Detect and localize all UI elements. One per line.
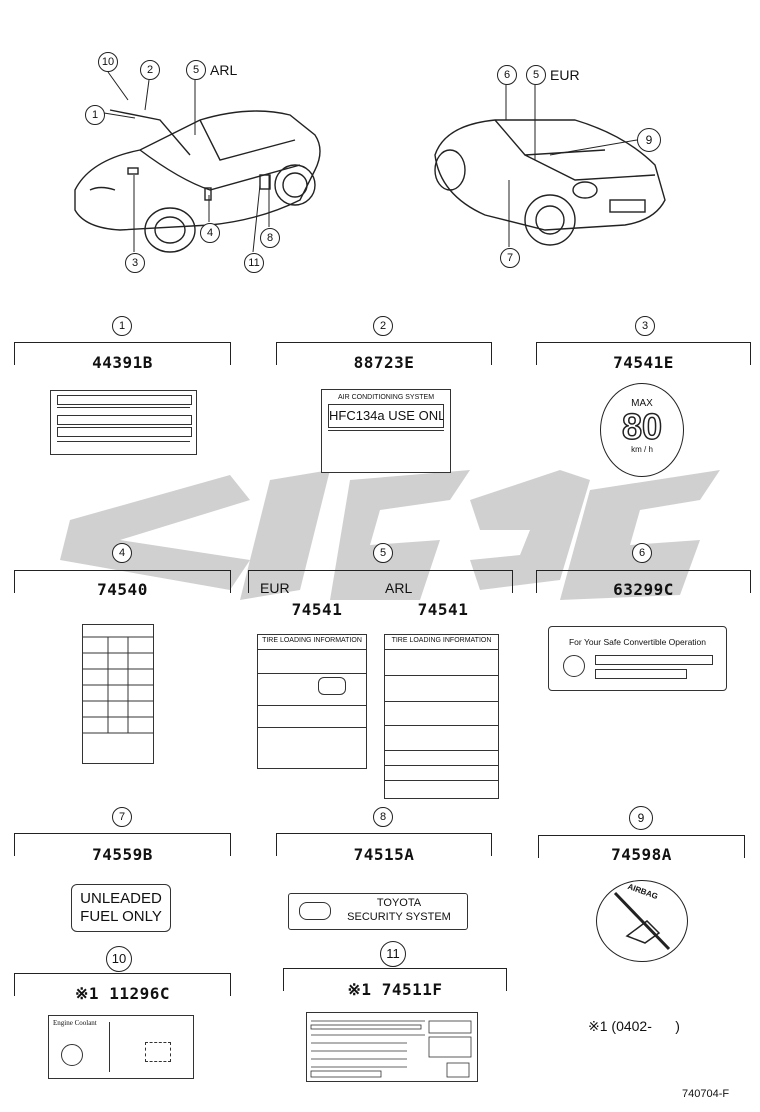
part-number-63299c: 63299C: [613, 580, 674, 599]
label-num-9: 9: [629, 806, 653, 830]
bracket-11: [283, 968, 507, 991]
label-44391b: [50, 390, 197, 455]
ac-system-text: AIR CONDITIONING SYSTEM: [337, 394, 435, 401]
callout-8: 8: [260, 228, 280, 248]
tire-loading-heading-eur: TIRE LOADING INFORMATION: [262, 637, 362, 644]
bracket-9: [538, 835, 745, 858]
speed-limit-label-74541e: MAX 80 km / h: [600, 383, 684, 477]
callout-5-left: 5: [186, 60, 206, 80]
figure-id: 740704-F: [682, 1088, 730, 1100]
label-num-8: 8: [373, 807, 393, 827]
toyota-text: TOYOTA: [376, 897, 422, 909]
bracket-2: [276, 342, 492, 365]
callout-3: 3: [125, 253, 145, 273]
right-callout-leaders: [505, 85, 638, 247]
part-number-74559b: 74559B: [92, 845, 153, 864]
callout-2: 2: [140, 60, 160, 80]
unleaded-text: UNLEADED: [80, 890, 162, 907]
right-car-illustration: [434, 119, 666, 246]
label-11296c: Engine Coolant: [48, 1015, 194, 1079]
part-number-74541e: 74541E: [613, 353, 674, 372]
bracket-7: [14, 833, 231, 856]
part-number-74541-eur: 74541: [291, 600, 343, 619]
market-eur-callout: EUR: [550, 67, 580, 83]
market-arl: ARL: [385, 580, 413, 596]
airbag-label-74598a: AIRBAG: [596, 880, 688, 962]
bracket-3: [536, 342, 751, 365]
part-number-74515a: 74515A: [353, 845, 415, 864]
label-88723e: AIR CONDITIONING SYSTEM HFC134a USE ONLY: [321, 389, 451, 473]
label-74541-eur: TIRE LOADING INFORMATION: [257, 634, 367, 769]
market-arl-callout: ARL: [210, 62, 238, 78]
speed-unit-text: km / h: [631, 445, 653, 454]
bracket-8: [276, 833, 492, 856]
security-system-text: SECURITY SYSTEM: [347, 911, 451, 923]
hfc-use-only-text: HFC134a USE ONLY: [328, 404, 444, 428]
bracket-10: [14, 973, 231, 996]
callout-7: 7: [500, 248, 520, 268]
callout-9: 9: [637, 128, 661, 152]
label-num-6: 6: [632, 543, 652, 563]
part-number-88723e: 88723E: [353, 353, 415, 372]
label-num-7: 7: [112, 807, 132, 827]
callout-11: 11: [244, 253, 264, 273]
callout-1: 1: [85, 105, 105, 125]
part-number-74540: 74540: [97, 580, 148, 599]
label-num-2: 2: [373, 316, 393, 336]
callout-10: 10: [98, 52, 118, 72]
speed-value-text: 80: [621, 406, 663, 447]
label-num-4: 4: [112, 543, 132, 563]
fuel-only-text: FUEL ONLY: [80, 908, 162, 925]
label-74540: [82, 624, 154, 764]
part-number-74541-arl: 74541: [417, 600, 469, 619]
label-63299c: For Your Safe Convertible Operation: [548, 626, 727, 691]
convertible-operation-text: For Your Safe Convertible Operation: [568, 637, 707, 647]
tire-loading-heading-arl: TIRE LOADING INFORMATION: [391, 637, 492, 644]
bracket-6: [536, 570, 751, 593]
label-74511f: [306, 1012, 478, 1082]
label-num-11: 11: [380, 941, 406, 967]
label-74541-arl: TIRE LOADING INFORMATION: [384, 634, 499, 799]
part-number-74598a: 74598A: [611, 845, 672, 864]
label-num-3: 3: [635, 316, 655, 336]
label-num-5: 5: [373, 543, 393, 563]
market-eur: EUR: [260, 580, 290, 596]
footnote: ※1 (0402- ): [588, 1018, 680, 1034]
callout-6: 6: [497, 65, 517, 85]
bracket-4: [14, 570, 231, 593]
left-car-illustration: [74, 109, 321, 253]
callout-5-right: 5: [526, 65, 546, 85]
part-number-44391b: 44391B: [92, 353, 153, 372]
label-74559b: UNLEADED FUEL ONLY: [71, 884, 171, 932]
part-number-11296c: ※1 11296C: [75, 984, 170, 1003]
label-num-1: 1: [112, 316, 132, 336]
bracket-1: [14, 342, 231, 365]
label-num-10: 10: [106, 946, 132, 972]
label-74515a: TOYOTA SECURITY SYSTEM: [288, 893, 468, 930]
bracket-5: [248, 570, 513, 593]
no-child-seat-icon: [613, 891, 671, 951]
engine-coolant-text: Engine Coolant: [53, 1019, 97, 1027]
left-callout-leaders: [103, 71, 270, 253]
max-text: MAX: [631, 398, 653, 409]
part-number-74511f: ※1 74511F: [347, 980, 443, 999]
callout-4: 4: [200, 223, 220, 243]
security-car-icon: [299, 902, 331, 920]
